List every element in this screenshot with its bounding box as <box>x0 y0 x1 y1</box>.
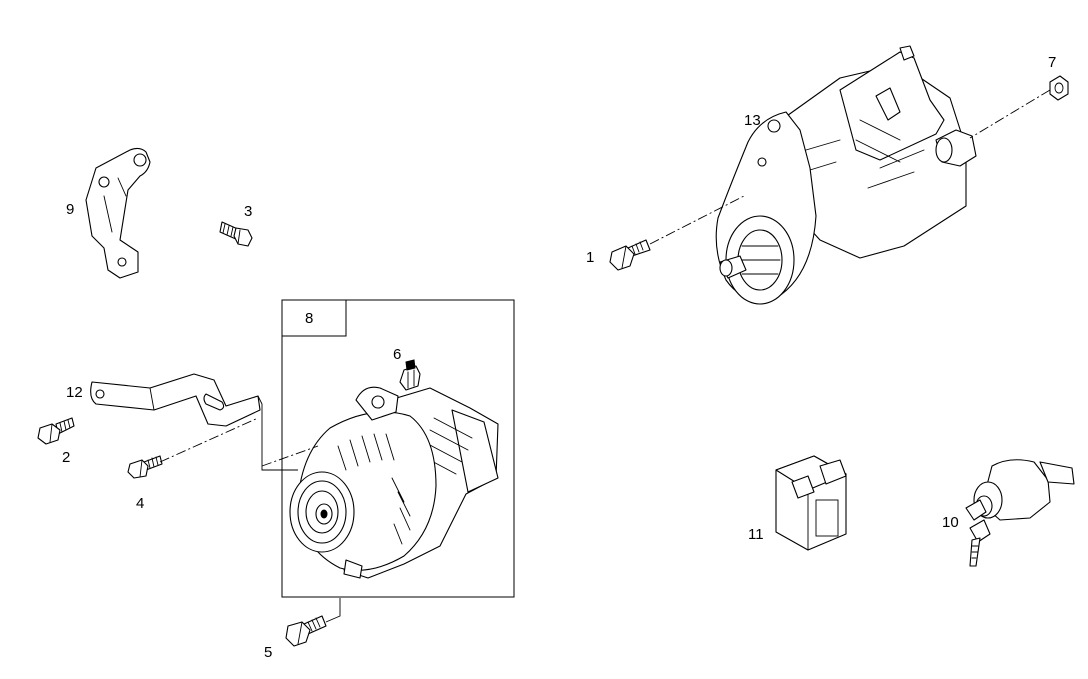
relay-part-11[interactable] <box>775 455 847 551</box>
callout-4: 4 <box>136 495 144 512</box>
bolt-part-3[interactable] <box>219 221 253 247</box>
callout-5: 5 <box>264 644 272 661</box>
bracket-part-9[interactable] <box>85 147 151 279</box>
alternator[interactable] <box>289 386 499 579</box>
leader-lines <box>159 89 1051 623</box>
bolt-part-2[interactable] <box>37 417 75 445</box>
callout-3: 3 <box>244 203 252 220</box>
callout-1: 1 <box>586 249 594 266</box>
starter-motor[interactable] <box>715 45 977 305</box>
key-switch-part-10[interactable] <box>965 459 1075 567</box>
bolt-part-1[interactable] <box>609 239 651 271</box>
callout-13: 13 <box>744 112 761 129</box>
alternator-assembly-frame <box>281 299 515 598</box>
callout-6: 6 <box>393 346 401 363</box>
adjusting-bracket-part-12[interactable] <box>90 373 261 427</box>
bolt-part-4[interactable] <box>127 455 163 479</box>
callout-9: 9 <box>66 201 74 218</box>
callout-8: 8 <box>305 310 313 327</box>
callout-11: 11 <box>748 526 764 543</box>
callout-2: 2 <box>62 449 70 466</box>
bolt-part-5[interactable] <box>285 615 327 647</box>
callout-10: 10 <box>942 514 959 531</box>
callout-7: 7 <box>1048 54 1056 71</box>
callout-labels: 1 2 3 4 5 6 7 8 9 10 11 12 13 <box>62 54 1056 661</box>
nut-part-7[interactable] <box>1049 75 1069 101</box>
callout-12: 12 <box>66 384 83 401</box>
terminal-nut-part-6[interactable] <box>399 359 421 391</box>
